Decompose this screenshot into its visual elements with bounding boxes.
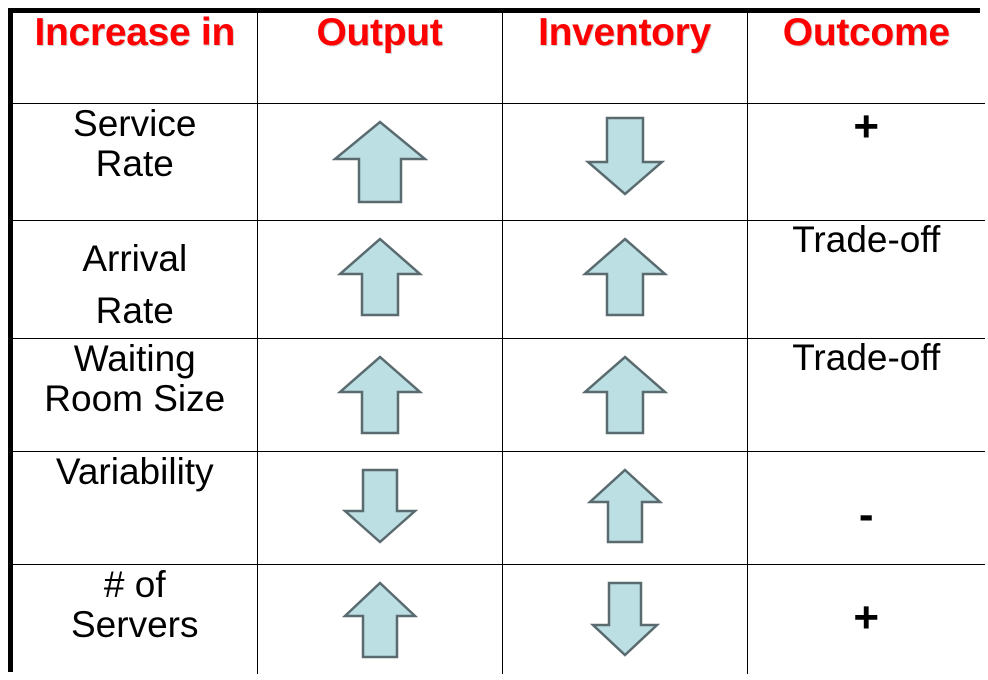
row-label-number-of-servers: # of Servers [13, 563, 258, 675]
output-cell-waiting-room-size [256, 337, 503, 452]
up-arrow-icon [503, 221, 747, 319]
column-header-outcome: Outcome [746, 13, 985, 104]
table-row-service-rate: Service Rate + [13, 102, 985, 221]
column-header-inventory: Inventory [501, 13, 748, 104]
down-arrow-icon [258, 452, 502, 546]
queueing-tradeoff-table: Increase in Output Inventory Outcome Ser… [13, 13, 985, 675]
column-header-output: Output [256, 13, 503, 104]
inventory-cell-service-rate [501, 102, 748, 221]
table-row-waiting-room-size: Waiting Room Size Trade-off [13, 337, 985, 452]
row-label-service-rate: Service Rate [13, 102, 258, 221]
output-cell-variability [256, 450, 503, 565]
up-arrow-icon [258, 565, 502, 661]
up-arrow-icon [258, 221, 502, 319]
down-arrow-icon [503, 104, 747, 198]
table-header-row: Increase in Output Inventory Outcome [13, 13, 985, 104]
outcome-cell-waiting-room-size: Trade-off [746, 337, 985, 452]
output-cell-number-of-servers [256, 563, 503, 675]
output-cell-arrival-rate [256, 219, 503, 339]
outcome-cell-number-of-servers: + [746, 563, 985, 675]
row-label-arrival-rate: Arrival Rate [13, 219, 258, 339]
table-row-number-of-servers: # of Servers + [13, 563, 985, 675]
row-label-variability: Variability [13, 450, 258, 565]
inventory-cell-number-of-servers [501, 563, 748, 675]
comparison-table-frame: Increase in Output Inventory Outcome Ser… [8, 8, 985, 675]
up-arrow-icon [503, 339, 747, 437]
inventory-cell-waiting-room-size [501, 337, 748, 452]
down-arrow-icon [503, 565, 747, 659]
outcome-cell-arrival-rate: Trade-off [746, 219, 985, 339]
outcome-cell-variability: - [746, 450, 985, 565]
column-header-increase-in: Increase in [13, 13, 258, 104]
output-cell-service-rate [256, 102, 503, 221]
up-arrow-icon [503, 452, 747, 546]
row-label-waiting-room-size: Waiting Room Size [13, 337, 258, 452]
inventory-cell-variability [501, 450, 748, 565]
inventory-cell-arrival-rate [501, 219, 748, 339]
up-arrow-icon [258, 339, 502, 437]
outcome-cell-service-rate: + [746, 102, 985, 221]
up-arrow-icon [258, 104, 502, 206]
table-row-variability: Variability - [13, 450, 985, 565]
table-row-arrival-rate: Arrival Rate Trade-off [13, 219, 985, 339]
